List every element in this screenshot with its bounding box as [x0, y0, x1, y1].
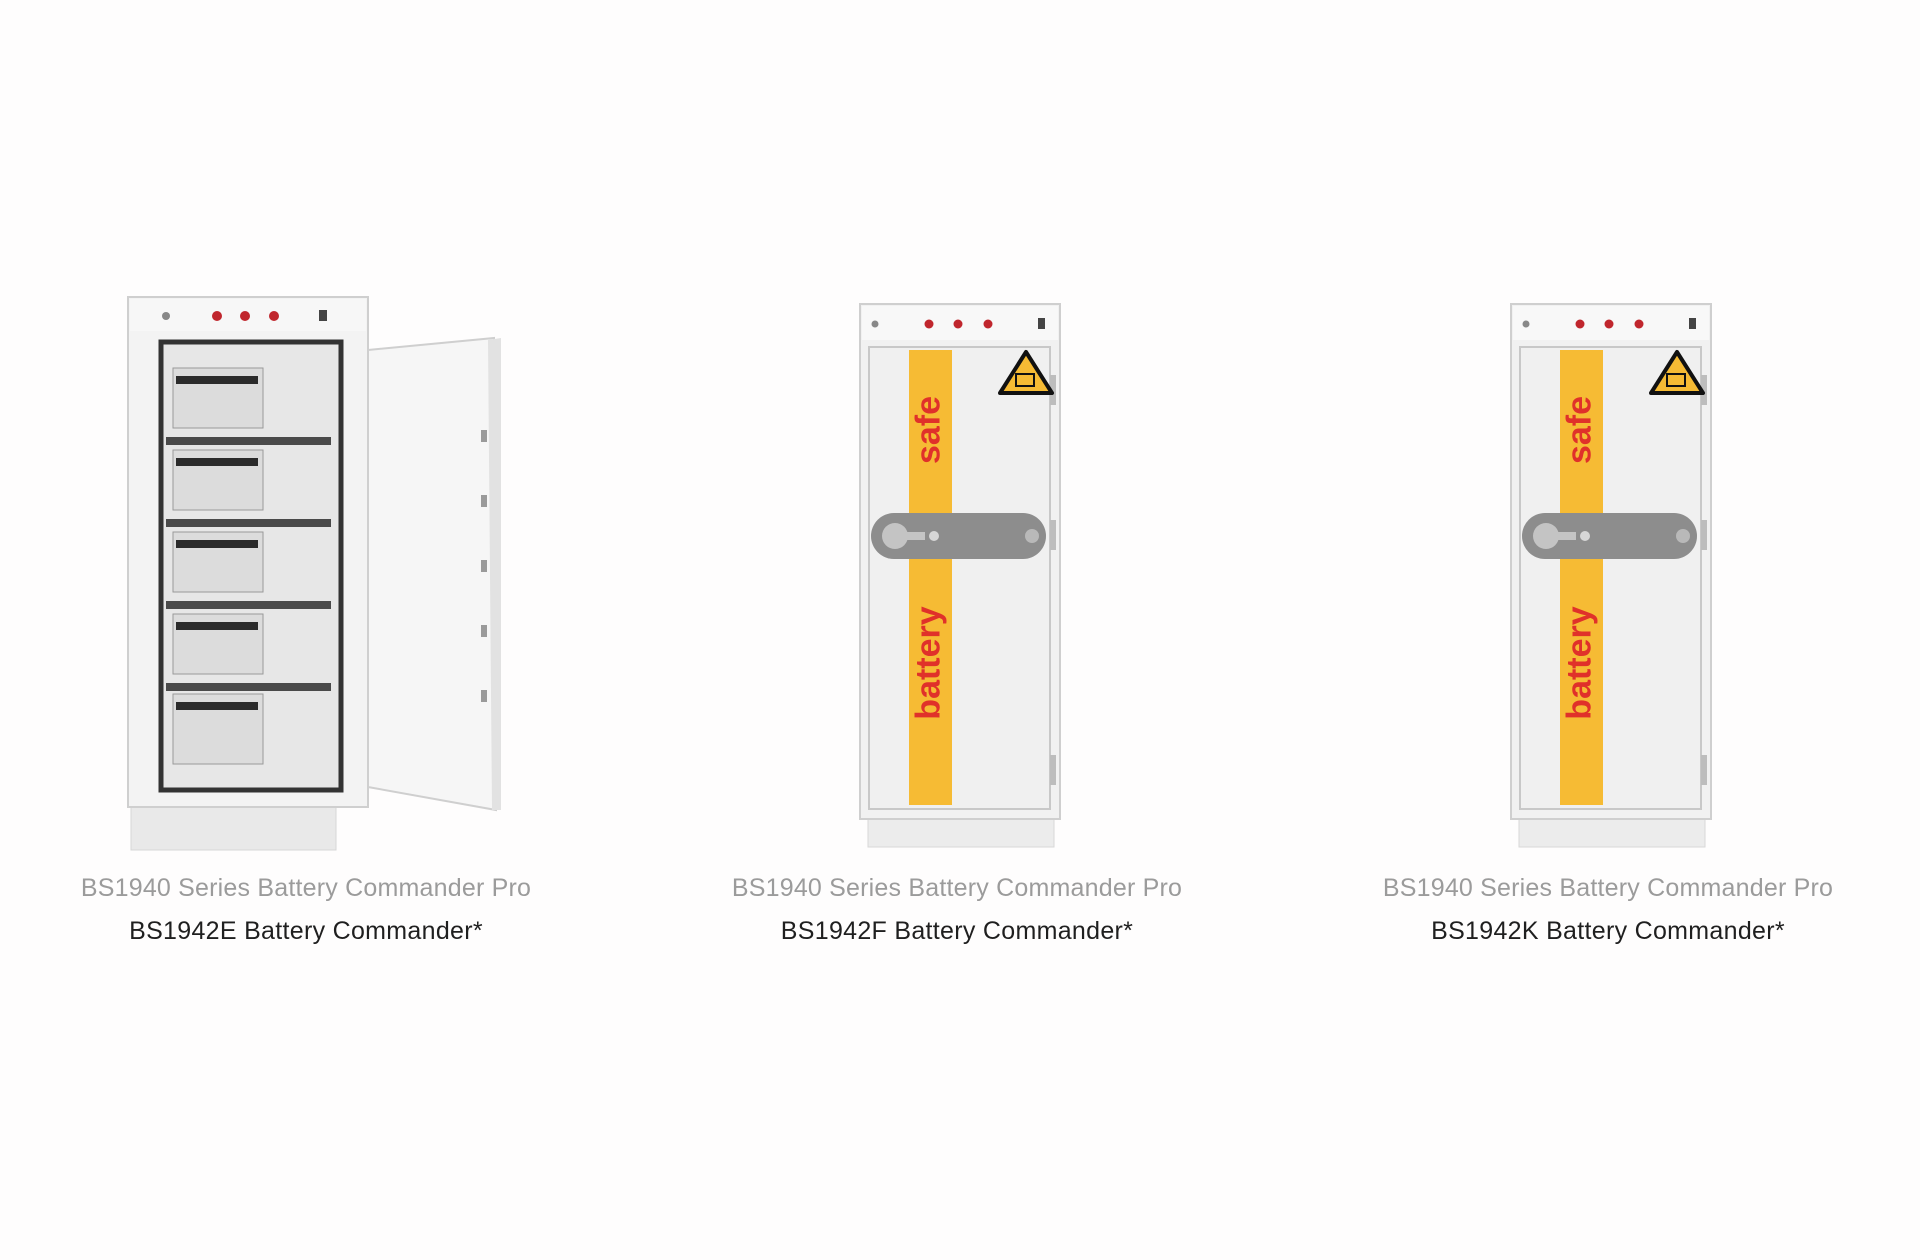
product-card-bs1942k[interactable]: safe battery BS1940 Series Battery Comma… — [1328, 280, 1888, 1000]
closed-cabinet-icon[interactable]: safe battery — [677, 280, 1237, 860]
door-label-battery: battery — [909, 606, 947, 719]
product-card-bs1942f[interactable]: safe battery BS1940 Series Battery Comma… — [677, 280, 1237, 1000]
product-name[interactable]: BS1942E Battery Commander* — [129, 917, 483, 945]
door-label-safe: safe — [909, 396, 947, 464]
product-card-bs1942e[interactable]: BS1940 Series Battery Commander Pro BS19… — [26, 280, 586, 1000]
product-series: BS1940 Series Battery Commander Pro — [731, 874, 1183, 902]
open-cabinet-icon[interactable] — [26, 280, 586, 860]
product-name[interactable]: BS1942K Battery Commander* — [1431, 917, 1785, 945]
door-label-safe: safe — [1560, 396, 1598, 464]
door-label-battery: battery — [1560, 606, 1598, 719]
product-series: BS1940 Series Battery Commander Pro — [1382, 874, 1834, 902]
product-name[interactable]: BS1942F Battery Commander* — [780, 917, 1134, 945]
closed-cabinet-icon[interactable]: safe battery — [1328, 280, 1888, 860]
product-series: BS1940 Series Battery Commander Pro — [80, 874, 532, 902]
